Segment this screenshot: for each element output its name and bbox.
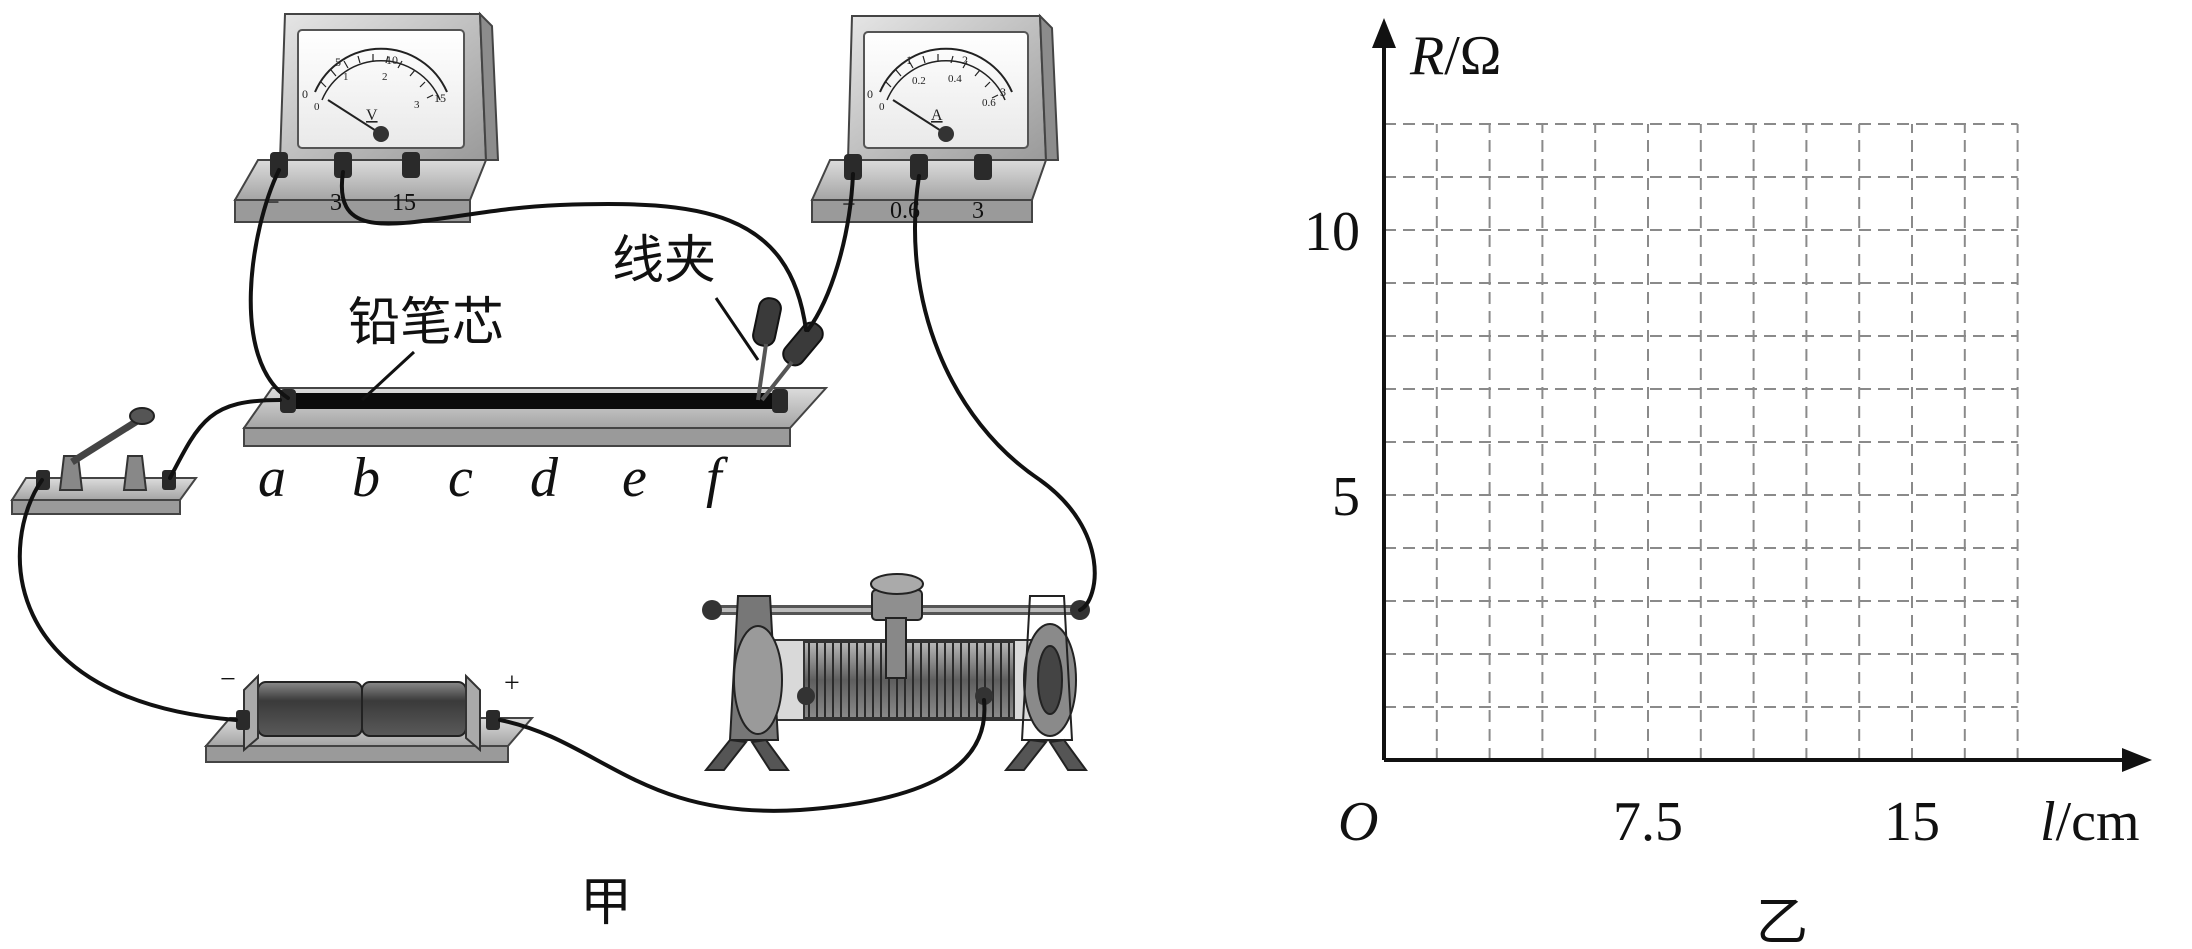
voltmeter-scale-top-1: 5 [335, 55, 341, 69]
figure-a-caption: 甲 [580, 873, 632, 933]
wire-a-to-switch [168, 398, 282, 480]
knife-switch[interactable] [10, 407, 198, 515]
ammeter-unit: A [931, 107, 943, 124]
x-tick-label: 15 [1884, 791, 1940, 853]
battery-minus-label: − [220, 664, 236, 695]
line-clip[interactable] [751, 296, 827, 402]
ammeter-scale-bottom-1: 0.2 [912, 75, 926, 87]
wire-ammeter-minus-to-clip [806, 172, 855, 332]
y-axis-arrow [1372, 18, 1396, 48]
ammeter-scale-bottom-0: 0 [879, 101, 885, 113]
ammeter-scale-bottom-2: 0.4 [948, 73, 962, 85]
voltmeter: 0 5 10 15 0 1 2 3 V − 3 15 [233, 11, 500, 223]
ammeter-scale-top-2: 2 [962, 53, 968, 67]
battery-terminal-plus[interactable] [486, 710, 500, 730]
ammeter-scale-top-3: 3 [1000, 85, 1006, 99]
voltmeter-terminal-minus[interactable] [270, 152, 288, 178]
y-tick-label: 5 [1332, 466, 1360, 528]
ammeter-terminal-minus[interactable] [844, 154, 862, 180]
ammeter: 0 1 2 3 0 0.2 0.4 0.6 A − 0.6 3 [810, 13, 1060, 224]
point-f: f [706, 447, 729, 509]
origin-label: O [1338, 791, 1378, 853]
rheostat-coil [803, 641, 1015, 719]
switch-handle[interactable] [129, 407, 155, 425]
ammeter-terminal-0.6[interactable] [910, 154, 928, 180]
wire-ammeter-to-rheostat [913, 174, 1097, 612]
point-d: d [530, 447, 559, 509]
voltmeter-terminal-3[interactable] [334, 152, 352, 178]
ammeter-terminal-3[interactable] [974, 154, 992, 180]
battery-terminal-minus[interactable] [236, 710, 250, 730]
chart-tick-labels: 7.5 15 5 10 [1304, 201, 1940, 853]
point-b: b [352, 447, 380, 509]
clip-label: 线夹 [612, 231, 716, 291]
battery-cell-1 [257, 681, 363, 737]
ammeter-scale-bottom-3: 0.6 [982, 97, 996, 109]
pencil-board: 铅笔芯 线夹 a b c d e f [242, 231, 829, 509]
battery-cell-2 [361, 681, 467, 737]
ammeter-scale-top-0: 0 [867, 87, 873, 101]
wire-voltmeter-minus-to-a [248, 168, 290, 400]
x-axis-arrow [2122, 748, 2152, 772]
rheostat-terminal-coil-right[interactable] [975, 687, 993, 705]
voltmeter-unit: V [366, 107, 378, 124]
voltmeter-scale-top-0: 0 [302, 87, 308, 101]
voltmeter-label-15: 15 [392, 190, 416, 216]
chart-grid [1384, 123, 2019, 760]
rheostat-terminal-left[interactable] [702, 600, 722, 620]
wires [17, 168, 1097, 813]
figure-b: 7.5 15 5 10 O R/Ω l/cm 乙 [1304, 18, 2152, 949]
ammeter-scale-top-1: 1 [906, 53, 912, 67]
point-a: a [258, 447, 286, 509]
voltmeter-scale-top-3: 15 [434, 91, 446, 105]
ammeter-label-3: 3 [972, 198, 984, 224]
pencil-label: 铅笔芯 [348, 293, 504, 353]
figure-b-caption: 乙 [1756, 893, 1808, 949]
x-axis-label: l/cm [2040, 791, 2140, 853]
pencil-leader-line [360, 350, 416, 402]
voltmeter-scale-bottom-0: 0 [314, 101, 320, 113]
x-tick-label: 7.5 [1613, 791, 1683, 853]
voltmeter-scale-bottom-2: 2 [382, 71, 388, 83]
wire-switch-to-battery [17, 478, 238, 722]
voltmeter-scale-bottom-1: 1 [343, 71, 349, 83]
battery-plus-label: + [504, 668, 520, 699]
clip-leader-line [714, 297, 760, 361]
rheostat [702, 573, 1090, 771]
chart-axes [1372, 18, 2152, 772]
voltmeter-scale-bottom-3: 3 [414, 99, 420, 111]
point-e: e [622, 447, 647, 509]
rheostat-slider[interactable] [870, 573, 924, 679]
point-c: c [448, 447, 473, 509]
voltmeter-label-3: 3 [330, 190, 342, 216]
battery: − + [203, 664, 535, 763]
voltmeter-scale-top-2: 10 [386, 53, 398, 67]
voltmeter-terminal-15[interactable] [402, 152, 420, 178]
rheostat-terminal-coil-left[interactable] [797, 687, 815, 705]
y-tick-label: 10 [1304, 201, 1360, 263]
figure-a: 0 5 10 15 0 1 2 3 V − 3 15 [10, 11, 1097, 933]
pencil-lead [286, 393, 784, 409]
pencil-terminal-end [772, 389, 788, 413]
wire-voltmeter-3-to-clip [339, 170, 808, 332]
y-axis-label: R/Ω [1409, 25, 1501, 87]
wire-battery-to-rheostat [498, 698, 987, 813]
